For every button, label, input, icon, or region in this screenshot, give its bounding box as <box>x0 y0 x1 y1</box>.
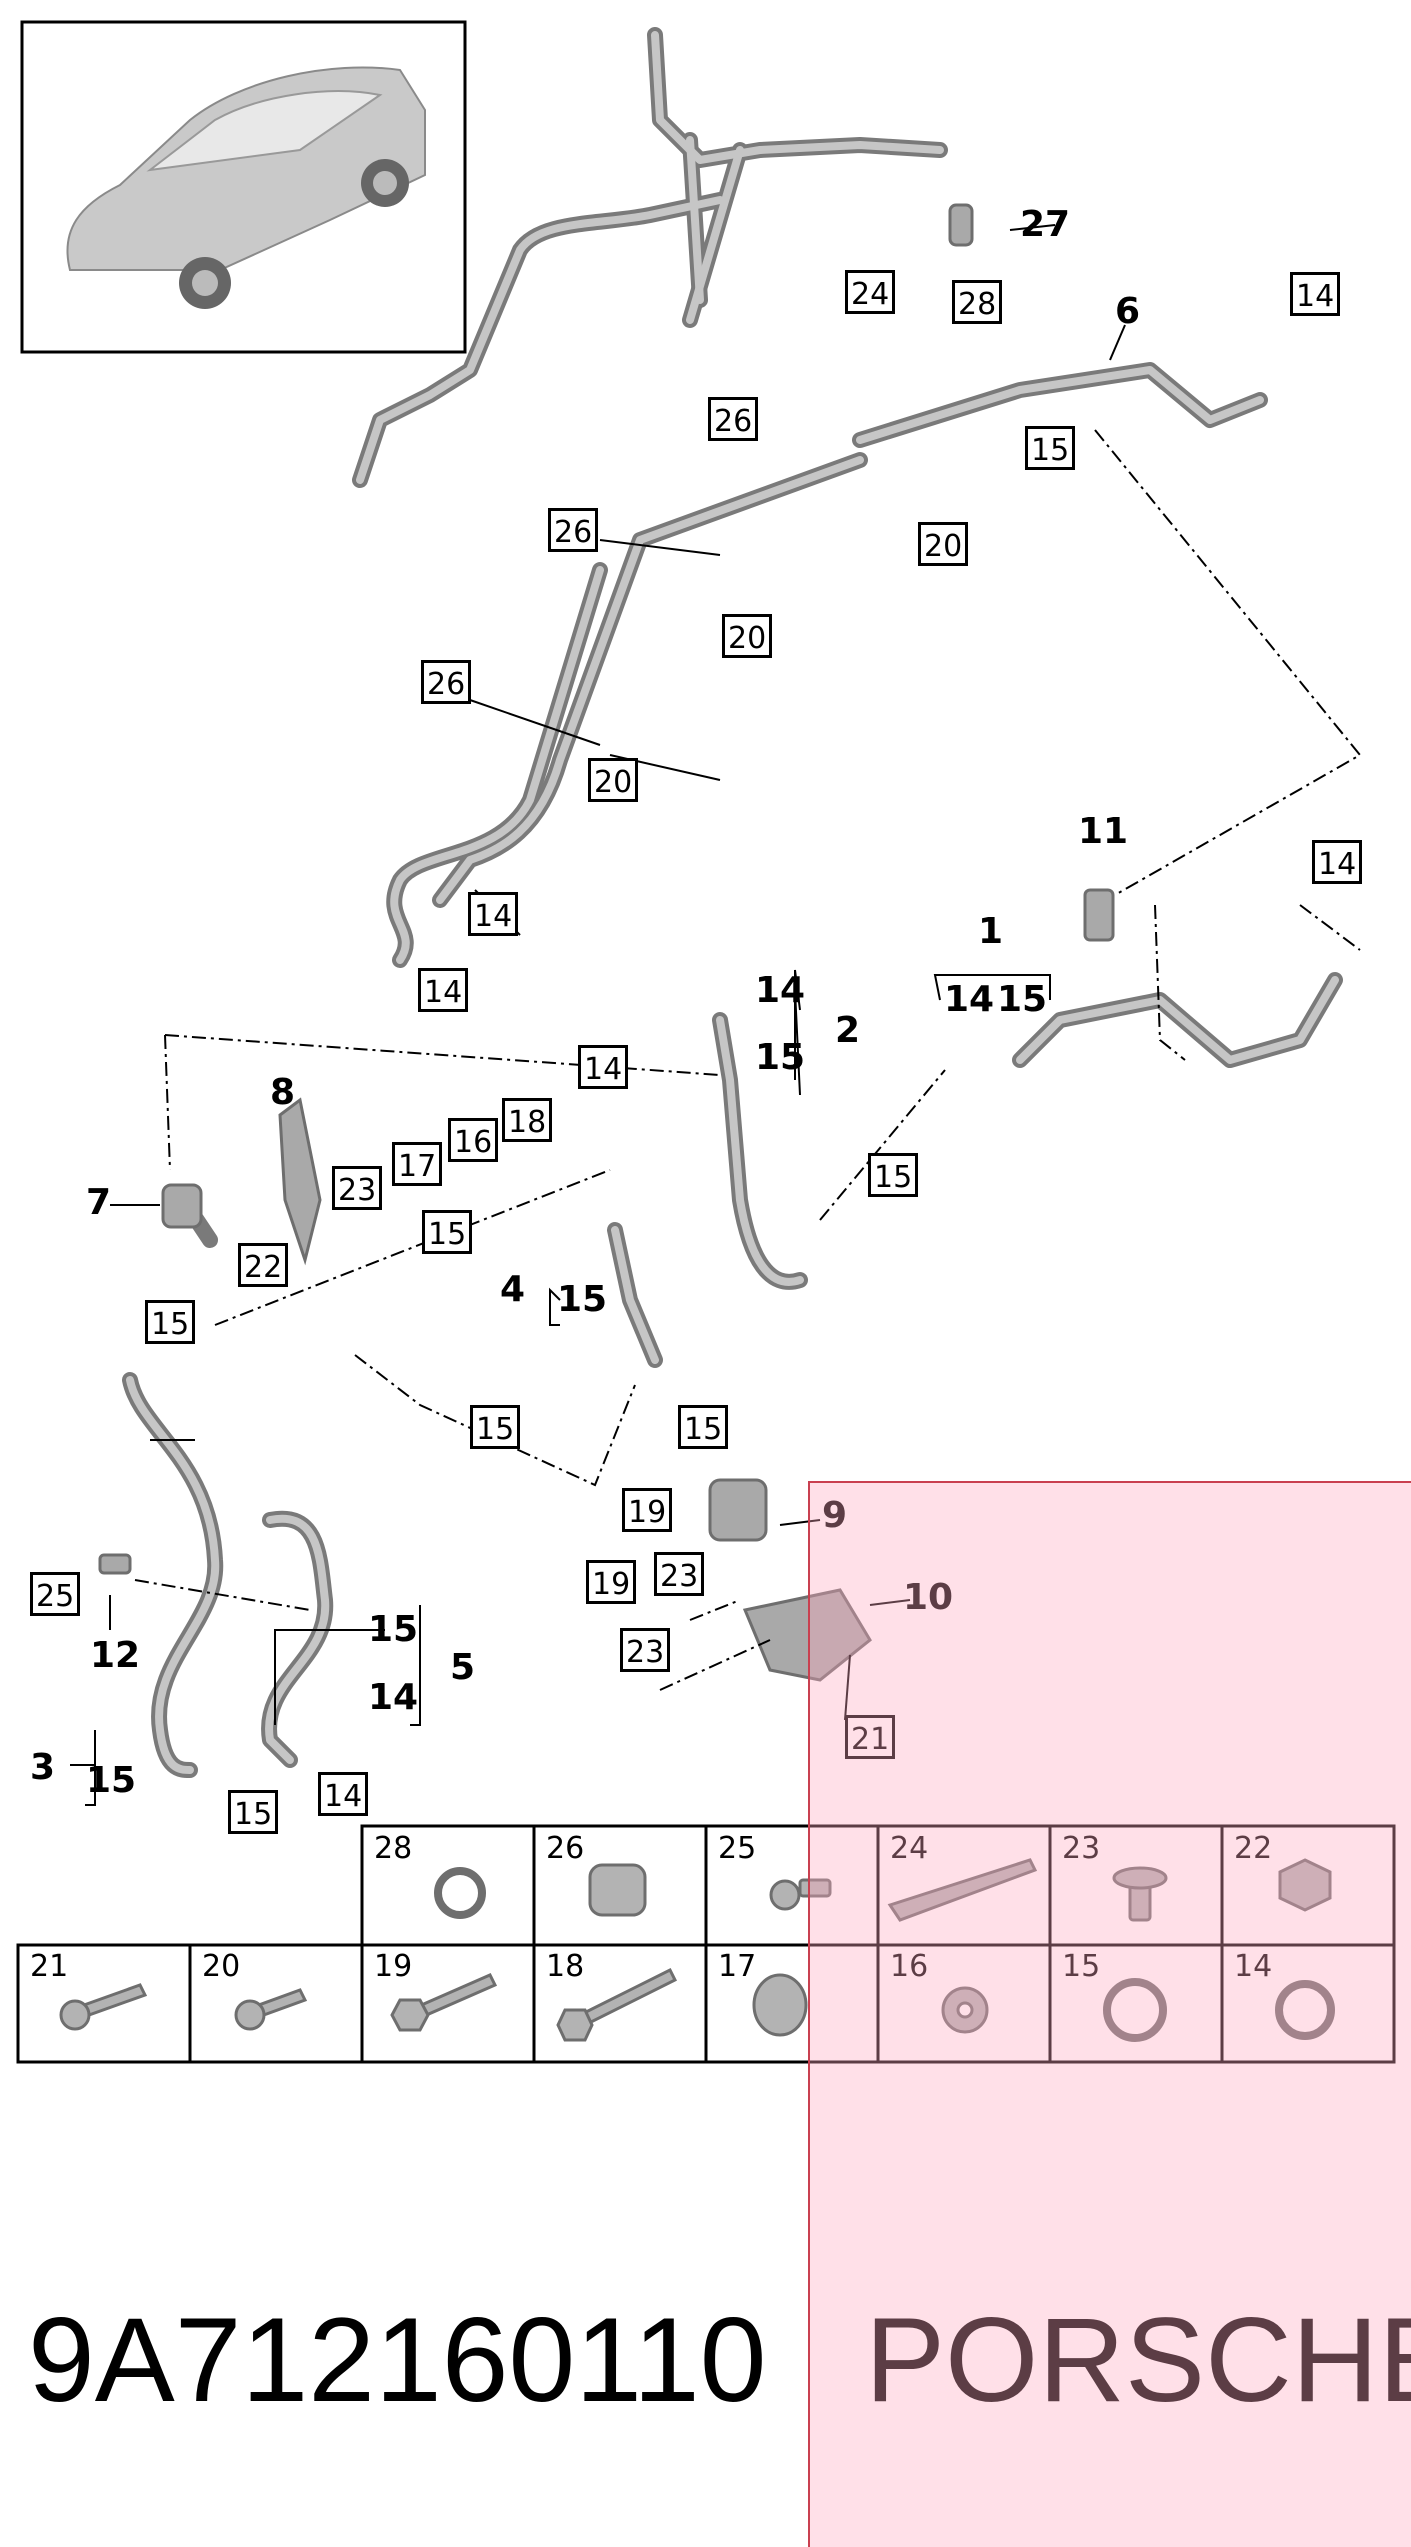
callout-11: 11 <box>1078 811 1129 852</box>
table-cell-number: 19 <box>374 1949 413 1984</box>
ref-box-15: 15 <box>868 1153 919 1197</box>
ref-box-15: 15 <box>678 1405 729 1449</box>
ref-box-16: 16 <box>448 1118 499 1162</box>
ref-box-24: 24 <box>845 270 896 314</box>
car-thumbnail <box>20 20 467 354</box>
table-cell-number: 17 <box>718 1949 757 1984</box>
callout-5-sub-14: 14 <box>368 1677 419 1718</box>
callout-4-sub-15: 15 <box>557 1279 608 1320</box>
callout-5: 5 <box>450 1647 476 1688</box>
ref-box-23: 23 <box>620 1628 671 1672</box>
callout-9: 9 <box>822 1495 848 1536</box>
ref-box-15: 15 <box>422 1210 473 1254</box>
coolant-lines <box>122 27 1343 1778</box>
callout-8: 8 <box>270 1072 296 1113</box>
callout-5-sub-15: 15 <box>368 1609 419 1650</box>
table-cell-number: 23 <box>1062 1831 1101 1866</box>
ref-box-15: 15 <box>470 1405 521 1449</box>
callout-1-sub-14: 14 <box>944 979 995 1020</box>
ref-box-25: 25 <box>30 1572 81 1616</box>
table-cell-number: 21 <box>30 1949 69 1984</box>
table-cell-number: 20 <box>202 1949 241 1984</box>
parts-table <box>16 1824 1396 2064</box>
callout-2: 2 <box>835 1010 861 1051</box>
ref-box-21: 21 <box>845 1715 896 1759</box>
table-cell-number: 18 <box>546 1949 585 1984</box>
table-cell-number: 14 <box>1234 1949 1273 1984</box>
ref-box-18: 18 <box>502 1098 553 1142</box>
table-cell-number: 24 <box>890 1831 929 1866</box>
ref-box-19: 19 <box>622 1488 673 1532</box>
ref-box-26: 26 <box>421 660 472 704</box>
ref-box-15: 15 <box>145 1300 196 1344</box>
ref-box-14: 14 <box>318 1772 369 1816</box>
components <box>98 203 1115 1682</box>
ref-box-23: 23 <box>654 1552 705 1596</box>
callout-4: 4 <box>500 1269 526 1310</box>
ref-box-20: 20 <box>588 758 639 802</box>
ref-box-22: 22 <box>238 1243 289 1287</box>
callout-2-sub-14: 14 <box>755 970 806 1011</box>
ref-box-14: 14 <box>468 892 519 936</box>
ref-box-20: 20 <box>722 614 773 658</box>
table-cell-number: 15 <box>1062 1949 1101 1984</box>
ref-box-19: 19 <box>586 1560 637 1604</box>
ref-box-17: 17 <box>392 1142 443 1186</box>
ref-box-15: 15 <box>1025 426 1076 470</box>
ref-box-15: 15 <box>228 1790 279 1834</box>
callout-1-sub-15: 15 <box>997 979 1048 1020</box>
ref-box-14: 14 <box>1290 272 1341 316</box>
ref-box-26: 26 <box>548 508 599 552</box>
callout-7: 7 <box>86 1182 112 1223</box>
callout-10: 10 <box>903 1577 954 1618</box>
table-cell-number: 28 <box>374 1831 413 1866</box>
table-cell-number: 25 <box>718 1831 757 1866</box>
brand-name: PORSCHE <box>865 2293 1411 2427</box>
ref-box-23: 23 <box>332 1166 383 1210</box>
ref-box-14: 14 <box>418 968 469 1012</box>
callout-27: 27 <box>1020 204 1071 245</box>
table-cell-number: 26 <box>546 1831 585 1866</box>
ref-box-28: 28 <box>952 280 1003 324</box>
ref-box-14: 14 <box>1312 840 1363 884</box>
callout-1: 1 <box>978 911 1004 952</box>
callout-2-sub-15: 15 <box>755 1037 806 1078</box>
ref-box-26: 26 <box>708 397 759 441</box>
callout-3-sub-15: 15 <box>86 1760 137 1801</box>
parts-table-icons <box>59 1858 1335 2042</box>
table-cell-number: 22 <box>1234 1831 1273 1866</box>
callout-3: 3 <box>30 1747 56 1788</box>
ref-box-14: 14 <box>578 1045 629 1089</box>
part-number: 9A712160110 <box>28 2293 767 2427</box>
table-cell-number: 16 <box>890 1949 929 1984</box>
highlight-overlay <box>808 1481 1411 2547</box>
callout-6: 6 <box>1115 291 1141 332</box>
ref-box-20: 20 <box>918 522 969 566</box>
callout-12: 12 <box>90 1635 141 1676</box>
